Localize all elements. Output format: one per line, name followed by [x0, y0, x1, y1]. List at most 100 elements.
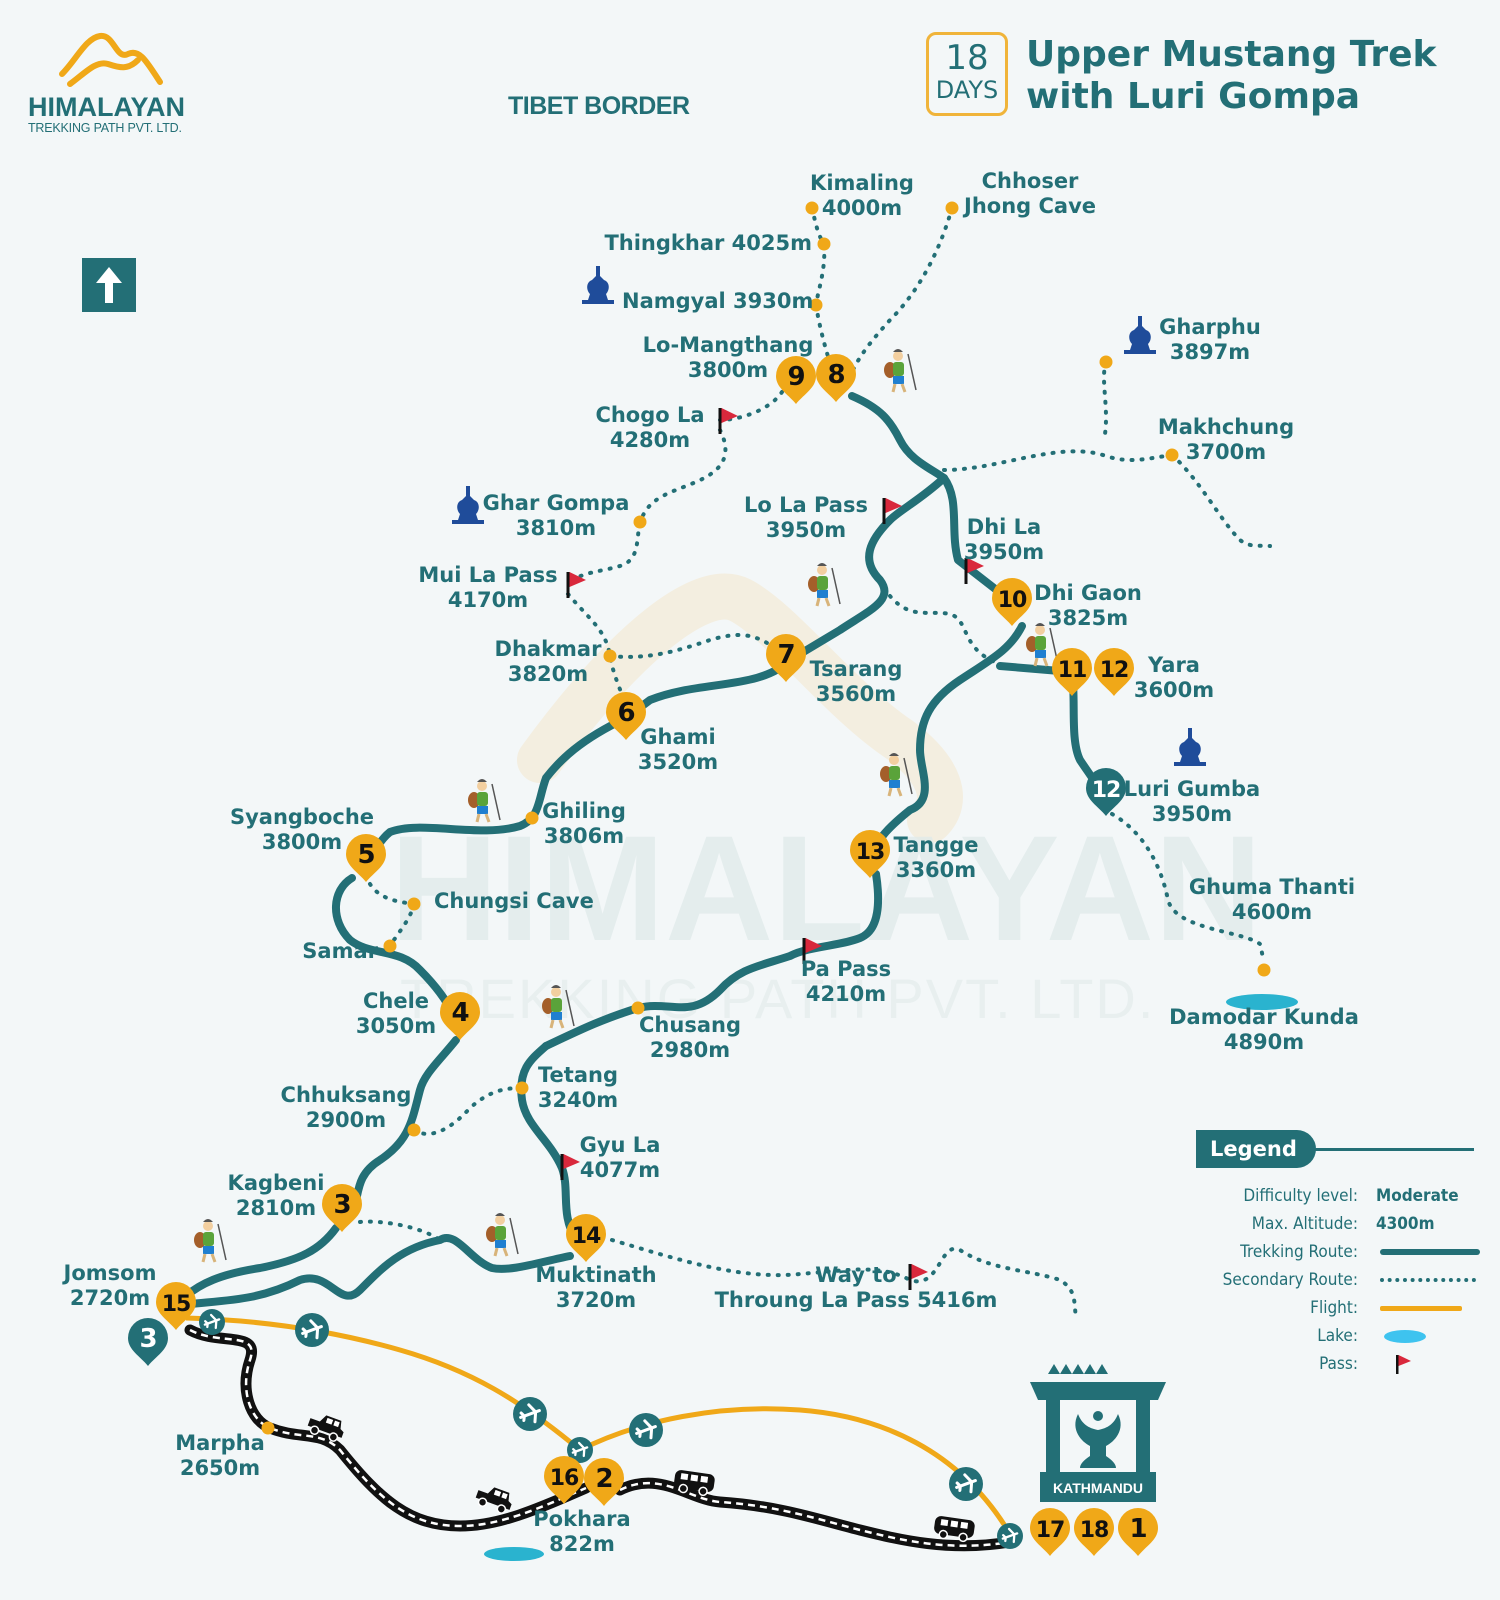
legend-key: Difficulty level:: [1243, 1186, 1358, 1206]
hiker-icon: [486, 1213, 519, 1257]
place-dot-icon: [603, 649, 617, 663]
legend-divider: [1314, 1148, 1474, 1151]
plane-icon: [949, 1467, 983, 1501]
place-label: Samar: [302, 939, 378, 963]
gompa-stupa-icon: [1174, 728, 1206, 766]
secondary-route-path: [850, 206, 954, 374]
place-dot-icon: [383, 939, 397, 953]
svg-text:8: 8: [827, 360, 844, 390]
kathmandu-temple-icon: KATHMANDU: [1030, 1364, 1166, 1502]
day-11-pin: 11: [1052, 648, 1092, 696]
legend-row-pass: Pass:: [1196, 1350, 1486, 1378]
day-10-pin: 10: [992, 578, 1032, 626]
hiker-icon: [194, 1219, 227, 1263]
kathmandu-label: KATHMANDU: [1053, 1480, 1143, 1496]
hiker-icon: [1026, 623, 1059, 667]
pass-flag-icon: [964, 558, 984, 584]
day-9-pin: 9: [776, 356, 816, 404]
secondary-route-path: [1110, 812, 1266, 964]
trekking-route-path: [186, 1234, 574, 1308]
svg-text:1: 1: [1129, 1514, 1146, 1544]
days-label: DAYS: [935, 76, 999, 104]
plane-icons-layer: [199, 1309, 1023, 1549]
place-label: Chungsi Cave: [434, 889, 594, 913]
lake-swatch: [1384, 1329, 1426, 1343]
plane-icon: [567, 1437, 593, 1463]
lake-icon: [1226, 994, 1298, 1010]
trekking-route-path: [332, 874, 460, 1024]
mountain-logo-icon: [59, 33, 163, 87]
pass-flag-icon: [560, 1154, 580, 1180]
secondary-route-swatch: [1380, 1278, 1476, 1282]
legend-key: Flight:: [1310, 1298, 1358, 1318]
place-dot-icon: [945, 201, 959, 215]
days-badge: 18 DAYS: [926, 32, 1008, 116]
svg-text:11: 11: [1058, 658, 1087, 683]
day-1-pin: 1: [1118, 1508, 1158, 1556]
place-dot-icon: [261, 1421, 275, 1435]
road-centerline: [189, 1328, 587, 1528]
secondary-route-path: [888, 594, 1002, 666]
place-dot-icon: [633, 515, 647, 529]
days-number: 18: [945, 38, 989, 78]
svg-text:3: 3: [333, 1190, 350, 1220]
svg-text:10: 10: [998, 588, 1027, 613]
north-arrow-icon: [82, 258, 136, 312]
legend-row-secondary-route: Secondary Route:: [1196, 1266, 1486, 1294]
trekking-route-path: [517, 1042, 580, 1244]
place-dot-icon: [805, 201, 819, 215]
legend-row-lake: Lake:: [1196, 1322, 1486, 1350]
day-7-pin: 7: [766, 634, 806, 682]
svg-text:6: 6: [617, 698, 634, 728]
secondary-route-path: [1102, 360, 1108, 442]
secondary-route-path: [1170, 453, 1272, 548]
svg-text:2: 2: [595, 1464, 612, 1494]
svg-text:13: 13: [856, 840, 885, 865]
legend-value: Moderate: [1376, 1186, 1459, 1206]
pass-flag-icon: [802, 938, 822, 964]
hiker-icon: [468, 779, 501, 823]
tibet-border-label: TIBET BORDER: [508, 92, 690, 120]
secondary-route-path: [610, 1238, 1078, 1322]
secondary-route-path: [942, 449, 1174, 472]
gompa-stupa-icon: [1124, 316, 1156, 354]
trekking-route-path: [996, 662, 1104, 794]
plane-icon: [295, 1313, 329, 1347]
secondary-route-path: [608, 633, 782, 659]
secondary-route-layer: [358, 206, 1272, 1322]
trekking-route-path: [348, 1036, 460, 1218]
place-label: Thingkhar 4025m: [604, 231, 812, 255]
road-layer: [184, 1324, 1016, 1552]
